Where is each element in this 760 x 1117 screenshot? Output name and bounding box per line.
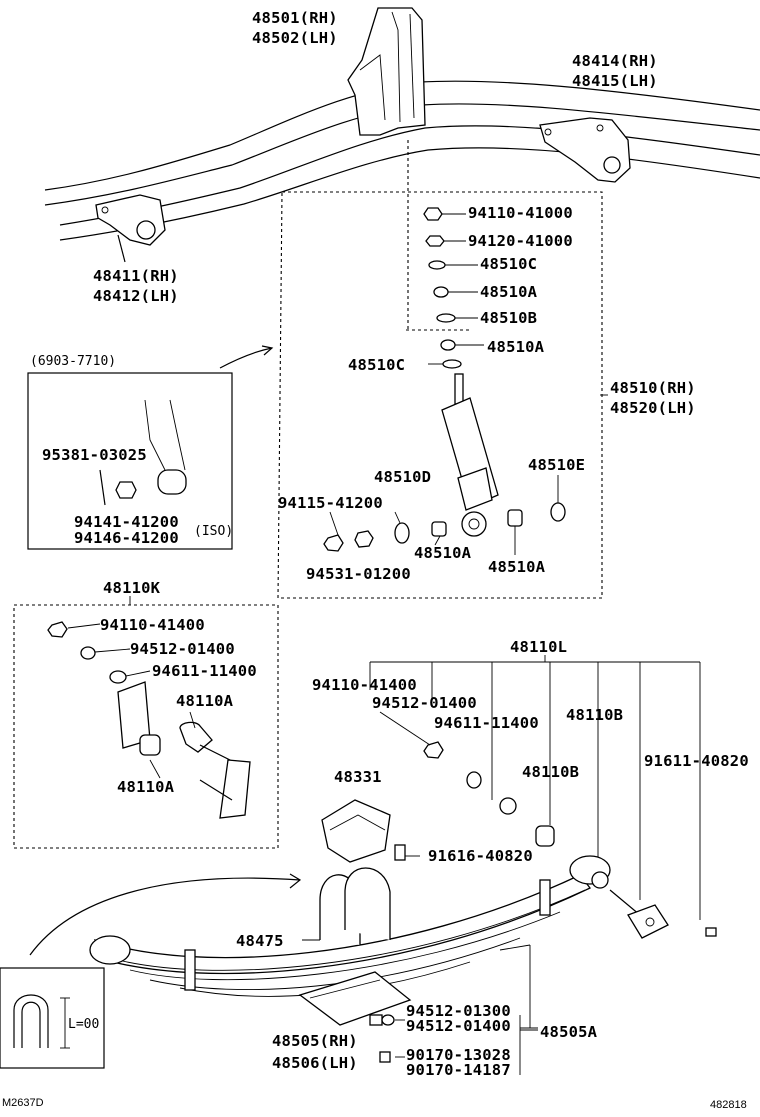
- label-shackle-lh: 48415(LH): [572, 72, 658, 90]
- label-bracket-lh: 48412(LH): [93, 287, 179, 305]
- l-nut-icon[interactable]: [423, 741, 444, 759]
- label-bolt-94115: 94115-41200: [278, 494, 383, 512]
- shock-absorber-group: [277, 191, 608, 599]
- label-kit-l: 48110L: [510, 638, 567, 656]
- label-l-bush-b1: 48110B: [566, 706, 623, 724]
- svg-text:(ISO): (ISO): [194, 524, 233, 539]
- lock-nut-icon[interactable]: [425, 235, 445, 247]
- nut-icon[interactable]: [423, 207, 443, 221]
- drawing-code-left: M2637D: [2, 1097, 44, 1109]
- label-k-bush-a1: 48110A: [176, 692, 234, 710]
- flange-nut-icon[interactable]: [354, 530, 374, 548]
- label-l-washer2: 94611-11400: [434, 714, 539, 732]
- l-washer2-icon[interactable]: [499, 797, 517, 815]
- shackle-bolt[interactable]: [609, 889, 717, 939]
- front-hanger[interactable]: [347, 7, 426, 330]
- label-hanger-rh: 48501(RH): [252, 9, 338, 27]
- label-l-bush-b2: 48110B: [522, 763, 579, 781]
- bushing-e-icon[interactable]: [550, 502, 566, 522]
- leaf-spring[interactable]: [29, 855, 611, 997]
- label-nut-top: 94110-41000: [468, 204, 573, 222]
- label-kit-k: 48110K: [103, 579, 161, 597]
- label-shock-e: 48510E: [528, 456, 585, 474]
- cushion-2-icon[interactable]: [440, 339, 456, 351]
- label-retainer-b: 48510B: [480, 309, 537, 327]
- shock-absorber[interactable]: [441, 373, 499, 537]
- inset-box: [27, 345, 274, 550]
- label-cushion-a2: 48510A: [487, 338, 545, 356]
- label-hanger-lh: 48502(LH): [252, 29, 338, 47]
- label-washer-1400: 94512-01400: [406, 1017, 511, 1035]
- u-bolt[interactable]: [302, 867, 391, 945]
- bolt-nut-icon[interactable]: [323, 534, 344, 552]
- label-bush-a-low2: 48510A: [488, 558, 546, 576]
- label-nut-94531: 94531-01200: [306, 565, 411, 583]
- label-k-washer2: 94611-11400: [152, 662, 257, 680]
- label-shock-lh: 48520(LH): [610, 399, 696, 417]
- label-l-nut: 94110-41400: [312, 676, 417, 694]
- k-plate2[interactable]: [219, 759, 251, 819]
- label-retainer-c-top: 48510C: [480, 255, 537, 273]
- label-bush-a-low1: 48510A: [414, 544, 472, 562]
- label-retainer-c: 48510C: [348, 356, 405, 374]
- bushing-icon[interactable]: [394, 522, 410, 544]
- drawing-code-right: 482818: [710, 1099, 747, 1111]
- label-k-washer1: 94512-01400: [130, 640, 235, 658]
- k-washer2-icon[interactable]: [109, 670, 127, 684]
- label-ubolt-length: L=00: [68, 1017, 99, 1032]
- retainer-icon[interactable]: [428, 260, 446, 270]
- label-shock-d: 48510D: [374, 468, 431, 486]
- label-seat-lh: 48506(LH): [272, 1054, 358, 1072]
- label-seat-rh: 48505(RH): [272, 1032, 358, 1050]
- l-bush-icon[interactable]: [535, 825, 555, 847]
- cushion-icon[interactable]: [433, 286, 449, 298]
- label-cushion-a1: 48510A: [480, 283, 538, 301]
- label-inset-nut1: 94141-41200: [74, 513, 179, 531]
- label-k-nut: 94110-41400: [100, 616, 205, 634]
- label-locknut-top: 94120-41000: [468, 232, 573, 250]
- bushing-a1-icon[interactable]: [431, 521, 447, 537]
- inset-nut-icon[interactable]: [115, 481, 137, 499]
- l-washer-icon[interactable]: [466, 771, 482, 789]
- k-bush-icon[interactable]: [139, 734, 161, 756]
- label-nut-14187: 90170-14187: [406, 1061, 511, 1079]
- label-inset-iso: ISO: [202, 524, 226, 539]
- bumper[interactable]: [321, 799, 420, 863]
- kit-k-box: [13, 596, 279, 849]
- retainer-c-icon[interactable]: [442, 359, 462, 369]
- u-bolt-detail-box: [0, 967, 105, 1069]
- label-inset-nut2: 94146-41200: [74, 529, 179, 547]
- label-inset-range: (6903-7710): [30, 354, 116, 369]
- label-inset-pin: 95381-03025: [42, 446, 147, 464]
- label-bumper: 48331: [334, 768, 382, 786]
- label-l-bolt: 91611-40820: [644, 752, 749, 770]
- label-seat-a: 48505A: [540, 1023, 598, 1041]
- kit-l-lines: [369, 655, 701, 920]
- spring-bracket[interactable]: [95, 194, 166, 263]
- label-shock-rh: 48510(RH): [610, 379, 696, 397]
- k-washer-icon[interactable]: [80, 646, 96, 660]
- shackle-bracket[interactable]: [539, 117, 631, 183]
- k-nut-icon[interactable]: [47, 621, 68, 638]
- label-l-washer1: 94512-01400: [372, 694, 477, 712]
- label-washer-1300: 94512-01300: [406, 1002, 511, 1020]
- bushing-a2-icon[interactable]: [507, 509, 523, 527]
- spring-seat[interactable]: [298, 971, 412, 1063]
- label-nut-13028: 90170-13028: [406, 1046, 511, 1064]
- label-u-bolt: 48475: [236, 932, 284, 950]
- label-shackle-rh: 48414(RH): [572, 52, 658, 70]
- label-k-bush-a2: 48110A: [117, 778, 175, 796]
- retainer-b-icon[interactable]: [436, 313, 456, 323]
- label-bumper-bolt: 91616-40820: [428, 847, 533, 865]
- label-bracket-rh: 48411(RH): [93, 267, 179, 285]
